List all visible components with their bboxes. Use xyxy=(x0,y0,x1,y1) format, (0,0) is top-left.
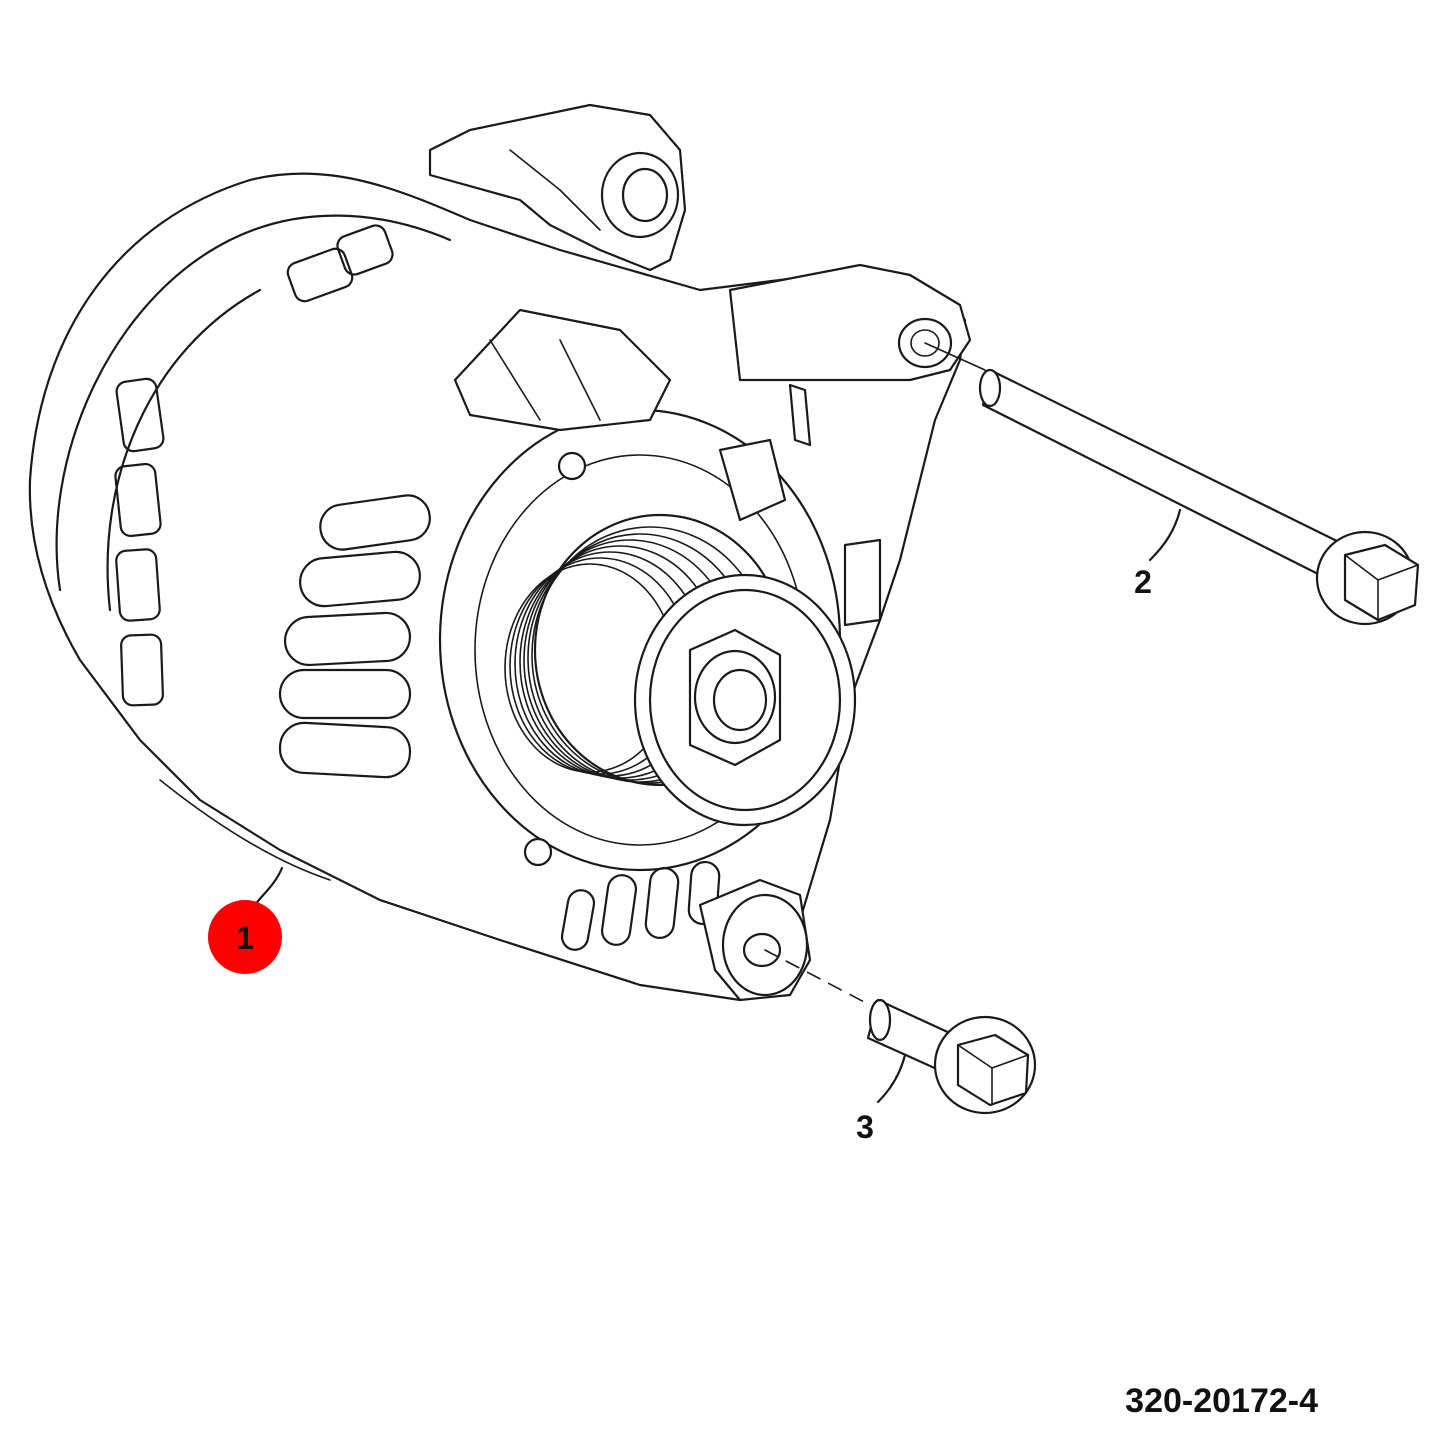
front-vent-slots xyxy=(278,494,431,779)
bottom-vent-slots xyxy=(560,860,721,951)
rear-vent-slots xyxy=(114,224,394,707)
diagram-part-number: 320-20172-4 xyxy=(1125,1382,1318,1420)
callout-1-highlight xyxy=(208,900,282,974)
mounting-bolt-long[interactable] xyxy=(978,368,1420,626)
callout-2[interactable]: 2 xyxy=(1134,564,1152,600)
mounting-bolt-short[interactable] xyxy=(866,998,1037,1115)
callout-2-label: 2 xyxy=(1134,564,1152,600)
alternator-assembly[interactable] xyxy=(28,103,972,1002)
serpentine-pulley[interactable] xyxy=(504,513,857,827)
callout-1-label: 1 xyxy=(236,920,254,956)
callout-3-label: 3 xyxy=(856,1109,874,1145)
callout-3[interactable]: 3 xyxy=(856,1109,874,1145)
callout-1[interactable]: 1 xyxy=(208,900,282,974)
